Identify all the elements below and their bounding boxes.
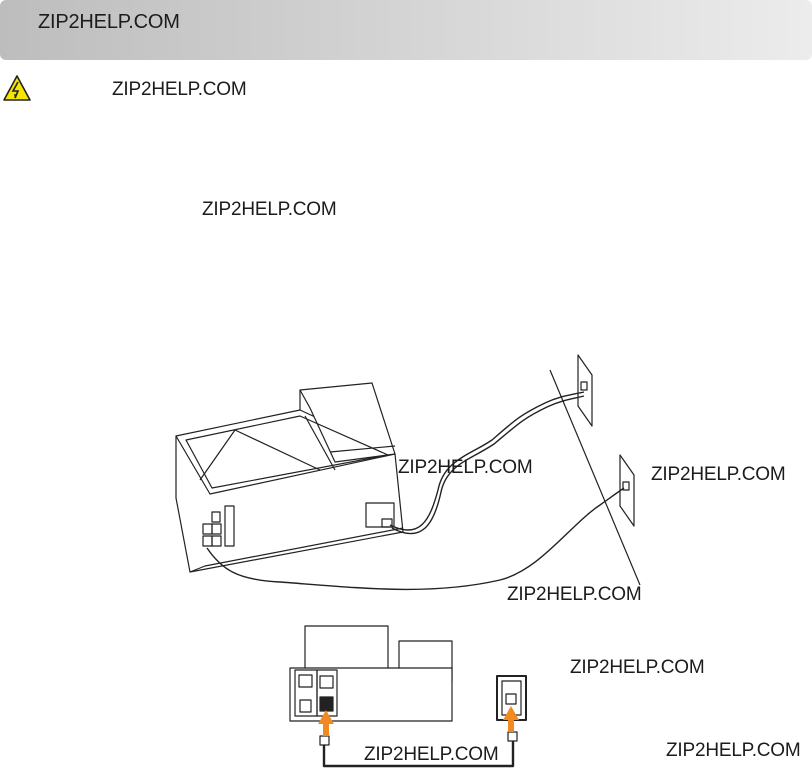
printer-drawing (175, 354, 641, 586)
body-watermark: ZIP2HELP.COM (202, 199, 337, 220)
connection-arrows (318, 706, 519, 736)
header-text: ZIP2HELP.COM (38, 11, 180, 33)
figure1-bottom-watermark: ZIP2HELP.COM (507, 584, 642, 605)
phone-cables (206, 391, 625, 591)
figure2-bottom-watermark: ZIP2HELP.COM (364, 744, 499, 765)
figure2-corner-watermark: ZIP2HELP.COM (666, 740, 801, 761)
figure1-center-watermark: ZIP2HELP.COM (398, 457, 533, 478)
warning-text: ZIP2HELP.COM (112, 79, 247, 100)
printer-rear-drawing (289, 625, 527, 768)
figure1-right-watermark: ZIP2HELP.COM (651, 464, 786, 485)
figure2-right-watermark: ZIP2HELP.COM (570, 657, 705, 678)
header-bar (0, 0, 812, 60)
electrical-hazard-warning-icon (3, 75, 31, 101)
